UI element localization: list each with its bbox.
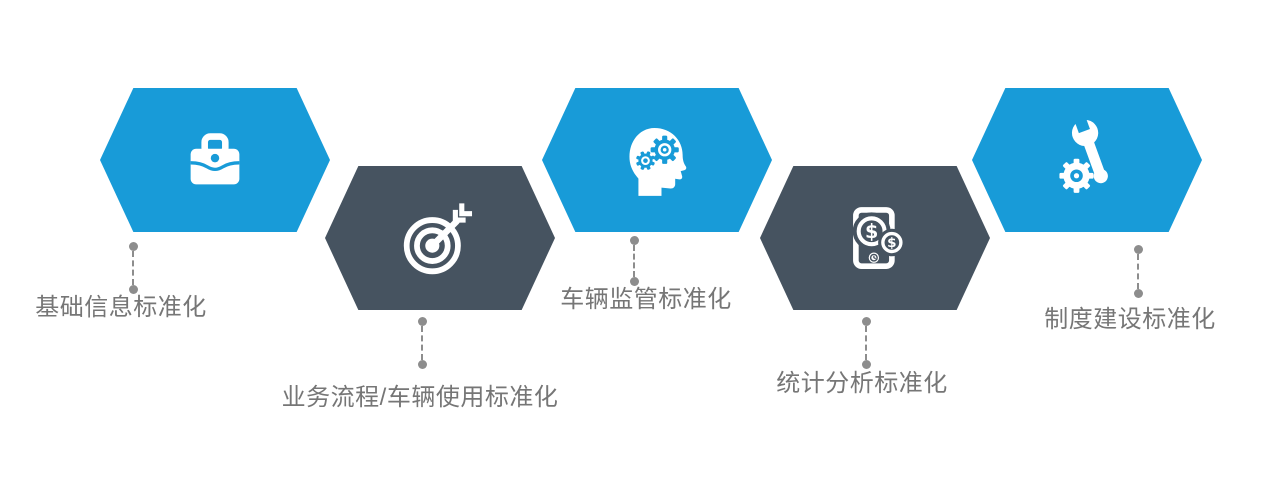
step-label-vehicle-supervision: 车辆监管标准化: [560, 286, 732, 313]
connector-dot-top: [629, 236, 639, 245]
wrench: [1071, 118, 1108, 184]
hexagon-step-4: $ $: [760, 166, 990, 310]
connector-dot-top: [1133, 245, 1143, 254]
connector-dashed-line: [1137, 254, 1139, 289]
connector-dot-top: [128, 242, 138, 251]
connector-step-2: [417, 317, 427, 369]
connector-step-3: [629, 236, 639, 286]
connector-dot-bottom: [128, 285, 138, 294]
connector-dashed-line: [421, 326, 423, 360]
step-label-system-construction: 制度建设标准化: [1044, 306, 1216, 333]
hexagon-step-2: [325, 166, 555, 310]
gear: [1059, 158, 1094, 193]
phone-money-icon: $ $: [852, 207, 906, 269]
hexagon-step-5: [972, 88, 1202, 232]
step-label-statistics-analysis: 统计分析标准化: [776, 370, 948, 397]
briefcase-icon: [190, 133, 240, 185]
hexagon-step-1: [100, 88, 330, 232]
hexagon-step-3: [542, 88, 772, 232]
connector-dot-bottom: [1133, 289, 1143, 298]
connector-dashed-line: [633, 245, 635, 277]
connector-step-5: [1133, 245, 1143, 298]
connector-dot-bottom: [861, 360, 871, 369]
svg-text:$: $: [865, 220, 878, 243]
svg-text:$: $: [887, 235, 896, 251]
clock-home-button: [868, 252, 880, 263]
connector-step-4: [861, 317, 871, 369]
connector-step-1: [128, 242, 138, 294]
connector-dashed-line: [132, 251, 134, 285]
large-gear: [650, 135, 679, 164]
connector-dot-top: [417, 317, 427, 326]
head-gears-icon: [629, 127, 687, 196]
connector-dot-top: [861, 317, 871, 326]
connector-dot-bottom: [417, 360, 427, 369]
connector-dot-bottom: [629, 277, 639, 286]
step-label-basic-info: 基础信息标准化: [35, 294, 207, 321]
small-gear: [636, 151, 655, 170]
target-arrow-icon: [403, 203, 473, 275]
step-label-business-process: 业务流程/车辆使用标准化: [281, 384, 559, 411]
connector-dashed-line: [865, 326, 867, 360]
wrench-gear-icon: [1059, 118, 1108, 193]
